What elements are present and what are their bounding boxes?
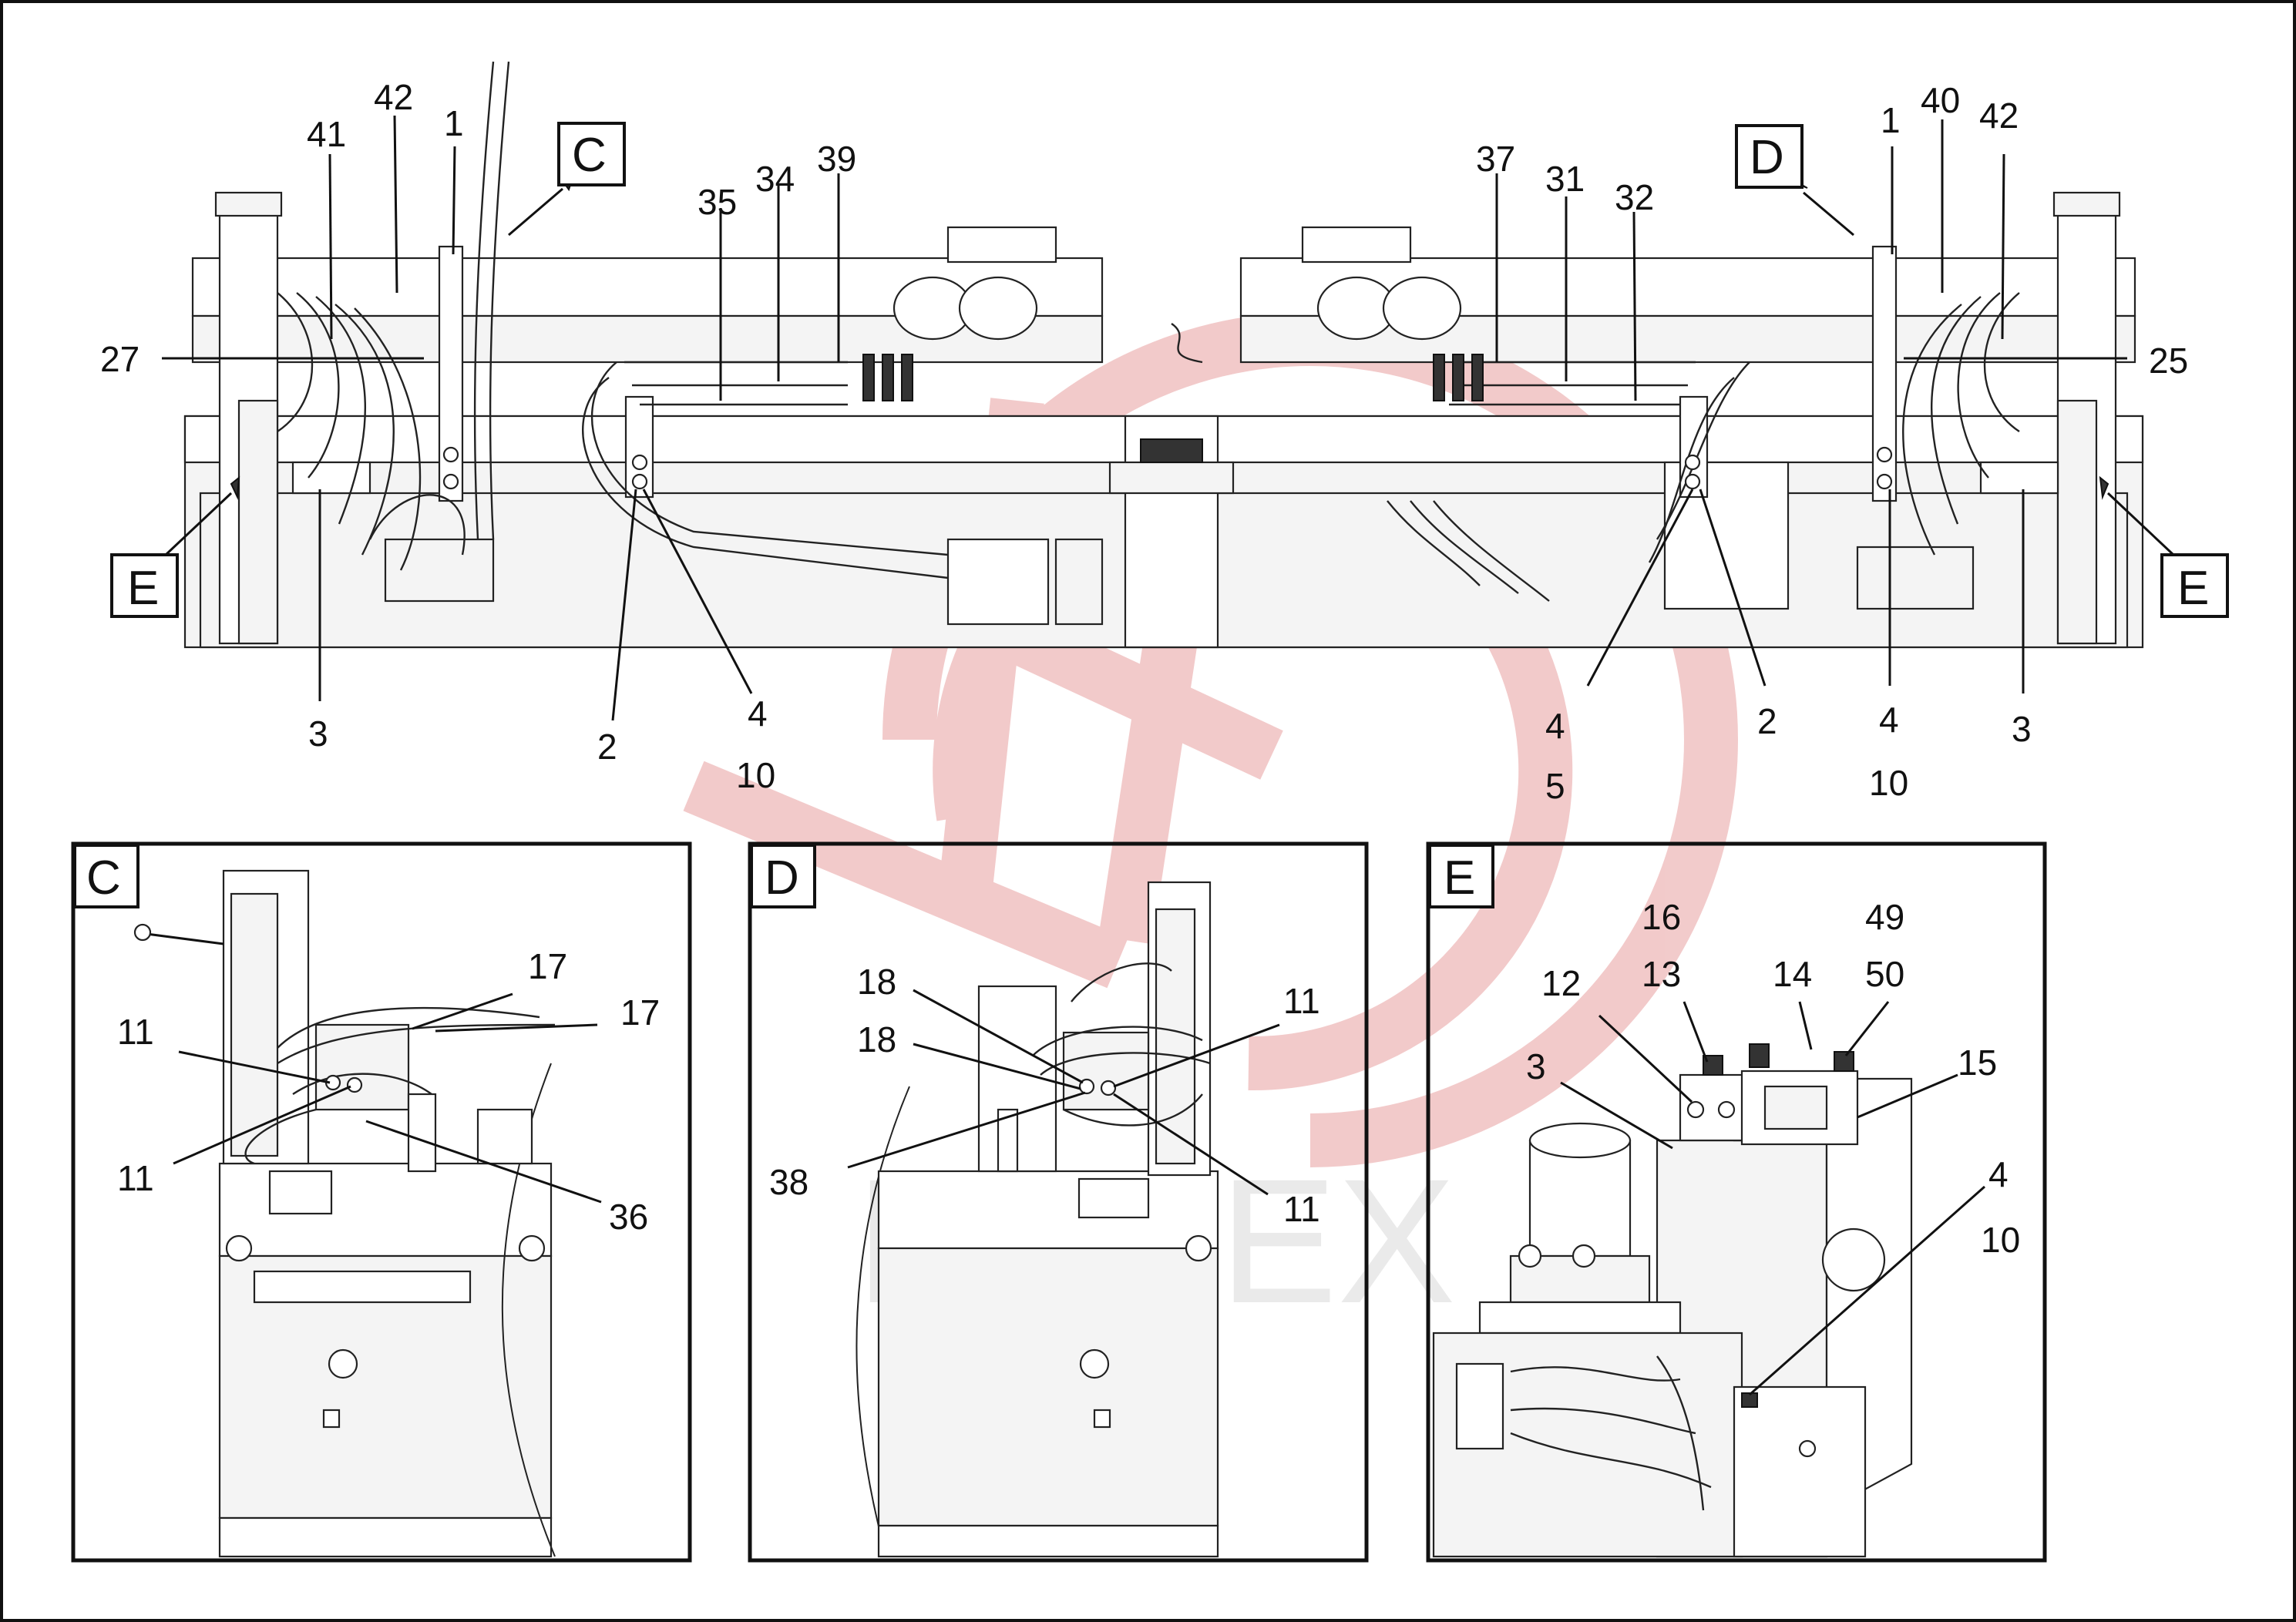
callout-40: 40	[1921, 80, 1960, 120]
svg-text:C: C	[572, 129, 607, 182]
mount-plate-1-right	[1871, 245, 1898, 502]
callout-2-right: 2	[1757, 701, 1777, 741]
view-marker-E-left: E	[110, 553, 179, 618]
detail-E-callout-15: 15	[1958, 1043, 1997, 1083]
top-bracket-right	[1301, 226, 1412, 264]
callout-39: 39	[817, 139, 856, 179]
detail-E-callout-49: 49	[1865, 897, 1904, 937]
detail-E-callout-16: 16	[1642, 897, 1681, 937]
left-base-motor	[384, 538, 495, 603]
detail-D-callout-11-b: 11	[1283, 1189, 1320, 1229]
detail-D-callout-11-a: 11	[1283, 981, 1320, 1021]
main-leader-lines	[162, 115, 2127, 721]
detail-D-callout-18-a: 18	[857, 962, 896, 1002]
callout-3-right: 3	[2012, 709, 2032, 749]
callout-27: 27	[100, 339, 140, 379]
detail-E-callout-10: 10	[1981, 1220, 2020, 1260]
detail-E-callout-13: 13	[1642, 954, 1681, 994]
cylinder-left-2	[958, 276, 1038, 341]
callout-4-right: 4	[1879, 700, 1899, 740]
callout-32: 32	[1615, 177, 1654, 217]
post-left-inner	[237, 399, 279, 645]
cylinder-right-2	[1382, 276, 1462, 341]
main-callouts: 41 42 1 35 34 39 37 31 32 1 40 42 27 25 …	[100, 77, 2188, 806]
top-bracket-left	[946, 226, 1057, 264]
mount-plate-1-left	[438, 245, 464, 502]
view-marker-E-right: E	[2160, 553, 2229, 618]
callout-4-left: 4	[748, 693, 768, 734]
post-right-inner	[2056, 399, 2098, 645]
callout-5-mid: 5	[1545, 766, 1565, 806]
detail-D-title-box	[750, 844, 816, 908]
detail-D-title: D	[765, 851, 799, 905]
detail-E-title: E	[1444, 851, 1475, 905]
detail-view-D: D 18 18 11 11 38	[748, 841, 1369, 1563]
detail-E-callout-50: 50	[1865, 954, 1904, 994]
detail-E-frame	[1426, 841, 2047, 1563]
svg-text:D: D	[1750, 131, 1784, 184]
hose-bundles	[277, 61, 2020, 602]
view-marker-D: D	[1735, 124, 1804, 189]
callout-3-left: 3	[308, 714, 328, 754]
detail-E-callout-3: 3	[1526, 1046, 1546, 1086]
callout-25: 25	[2149, 341, 2188, 381]
view-marker-C: C	[557, 122, 626, 186]
detail-view-C: C 17 17 11 11 36	[71, 841, 692, 1563]
detail-D-callout-38: 38	[769, 1162, 808, 1202]
detail-C-callout-17-a: 17	[528, 946, 567, 986]
svg-text:E: E	[2177, 562, 2209, 615]
right-pump	[1663, 461, 1790, 610]
detail-E-title-box	[1428, 844, 1494, 908]
left-motor	[946, 538, 1050, 626]
callout-42-right: 42	[1979, 96, 2019, 136]
detail-C-callout-17-b: 17	[620, 992, 660, 1033]
detail-E-callout-4: 4	[1988, 1154, 2009, 1194]
callout-37: 37	[1476, 139, 1515, 179]
detail-C-title-box	[73, 844, 140, 908]
callout-34: 34	[755, 159, 795, 199]
center-valve	[1108, 461, 1235, 495]
callout-4-mid: 4	[1545, 706, 1565, 746]
detail-C-title: C	[86, 851, 121, 905]
detail-D-callout-18-b: 18	[857, 1019, 896, 1060]
callout-10-left: 10	[736, 755, 775, 795]
post-cap-left	[214, 191, 283, 217]
fittings	[442, 354, 1893, 490]
callout-41: 41	[307, 114, 346, 154]
detail-C-frame	[71, 841, 692, 1563]
detail-E-callout-12: 12	[1541, 963, 1581, 1003]
main-view: C D E E	[100, 61, 2229, 806]
callout-1-left: 1	[444, 103, 464, 143]
post-cap-right	[2052, 191, 2121, 217]
callout-10-right: 10	[1869, 763, 1908, 803]
detail-C-callout-11-a: 11	[117, 1012, 154, 1052]
callout-1-right: 1	[1881, 100, 1901, 140]
callout-2-left: 2	[597, 727, 617, 767]
detail-C-callout-11-b: 11	[117, 1158, 154, 1198]
left-motor-2	[1054, 538, 1104, 626]
callout-31: 31	[1545, 159, 1585, 199]
detail-D-frame	[748, 841, 1369, 1563]
svg-text:E: E	[127, 562, 159, 615]
callout-35: 35	[698, 182, 737, 222]
callout-42-left: 42	[374, 77, 413, 117]
detail-E-callout-14: 14	[1773, 954, 1812, 994]
mount-plate-right-3	[1979, 461, 2059, 495]
detail-C-callout-36: 36	[609, 1197, 648, 1237]
detail-view-E: E 16 49	[1426, 841, 2047, 1563]
right-motor	[1856, 546, 1975, 610]
